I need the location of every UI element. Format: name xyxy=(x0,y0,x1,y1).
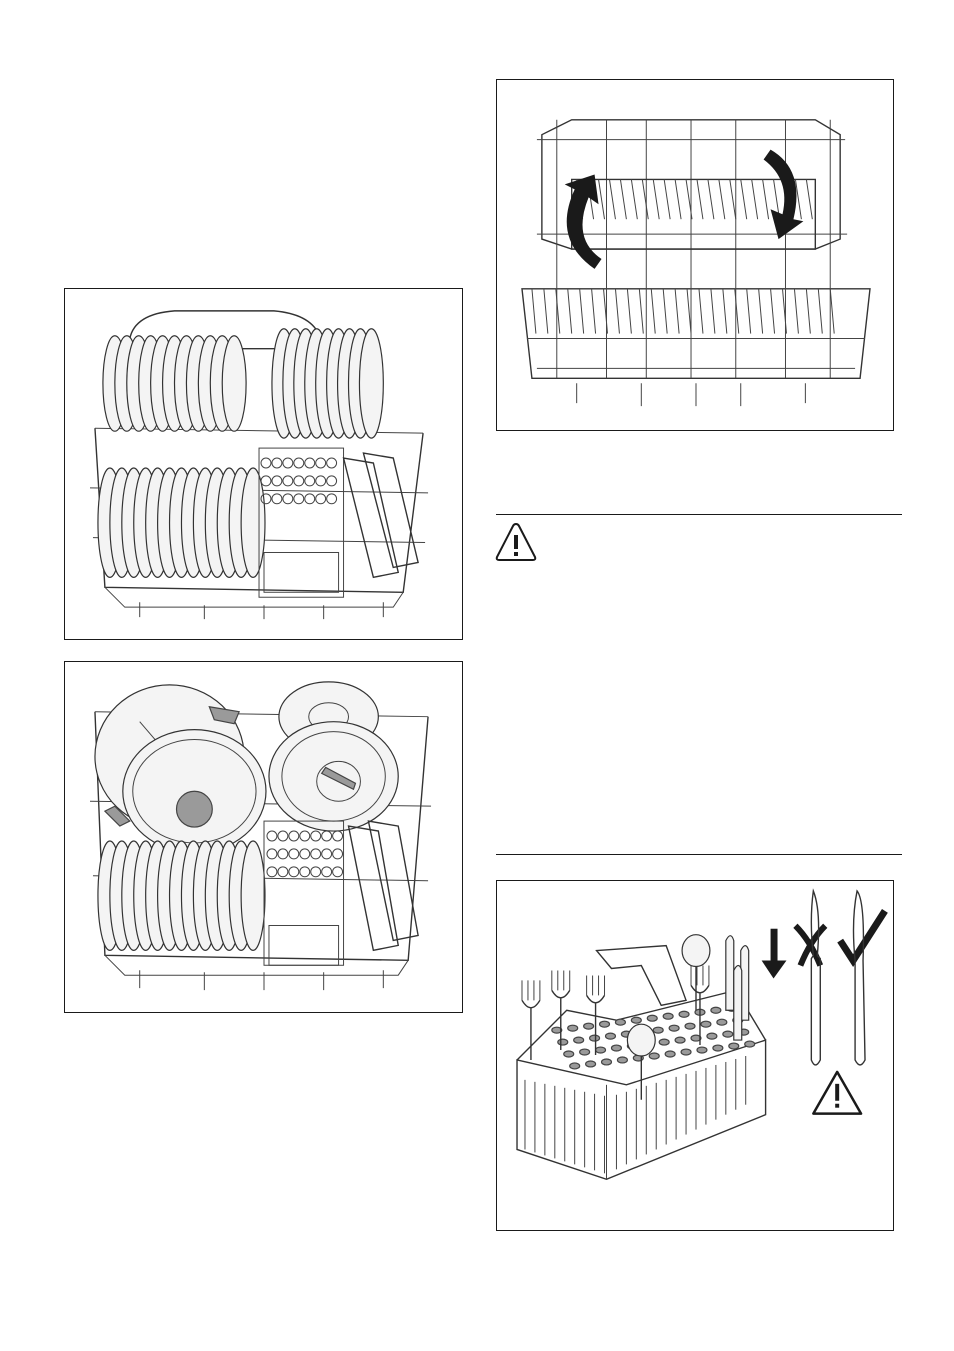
lower-basket-pots-figure xyxy=(64,661,463,1013)
section-divider-top xyxy=(496,514,902,515)
lower-basket-plates-figure xyxy=(64,288,463,640)
dishwasher-basket-pots-illustration xyxy=(65,662,462,1012)
warning-triangle-icon xyxy=(494,521,538,563)
cutlery-basket-figure xyxy=(496,880,894,1231)
down-arrow-icon xyxy=(762,929,787,979)
small-warning-triangle-icon xyxy=(813,1072,861,1114)
rotate-up-arrow-icon xyxy=(565,174,602,268)
basket-fold-illustration xyxy=(497,80,893,430)
cutlery-basket-illustration xyxy=(497,881,893,1230)
dishwasher-basket-plates-illustration xyxy=(65,289,462,639)
plate-support-fold-figure xyxy=(496,79,894,431)
section-divider-bottom xyxy=(496,854,902,855)
